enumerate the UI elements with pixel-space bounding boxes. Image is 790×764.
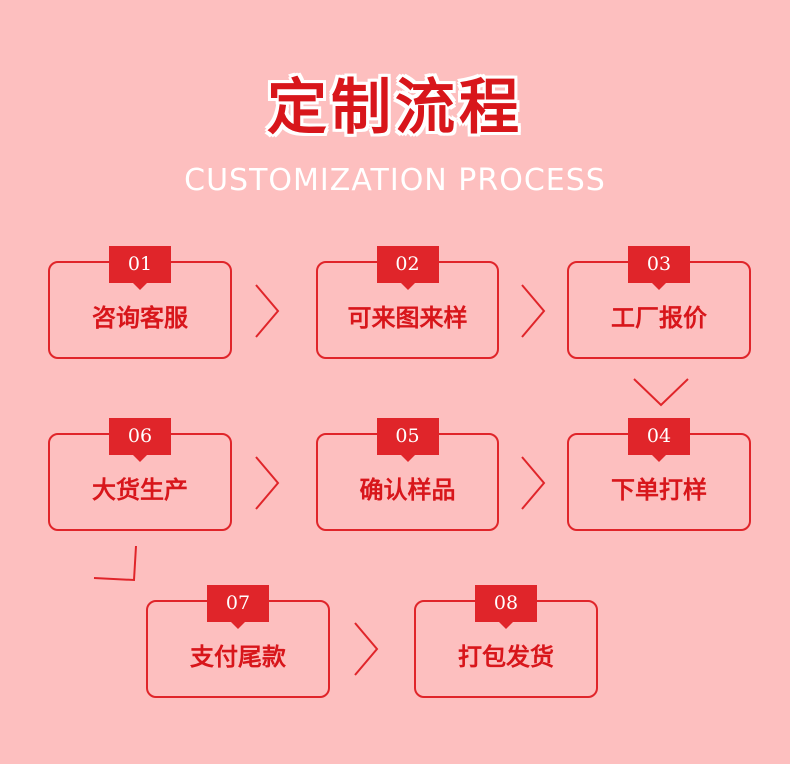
chevron-right-icon: [521, 456, 546, 510]
step-label: 支付尾款: [190, 642, 286, 671]
chevron-right-icon: [521, 284, 546, 338]
step-label: 可来图来样: [347, 303, 468, 332]
chevron-down-icon: [633, 378, 689, 407]
step-06: 06 大货生产: [48, 418, 232, 531]
step-03: 03 工厂报价: [567, 246, 751, 359]
step-number-badge: 01: [109, 246, 171, 290]
step-01: 01 咨询客服: [48, 246, 232, 359]
step-number-badge: 02: [376, 246, 439, 290]
page-title: 定制流程: [267, 73, 523, 143]
step-08: 08 打包发货: [414, 585, 598, 698]
chevron-right-icon: [354, 622, 379, 676]
step-number-badge: 05: [376, 418, 439, 462]
step-number-badge: 03: [628, 246, 690, 290]
step-05: 05 确认样品: [316, 418, 499, 531]
step-number-badge: 08: [475, 585, 537, 629]
step-label: 下单打样: [611, 475, 707, 504]
corner-arrow-icon: [93, 545, 137, 582]
step-number-badge: 06: [109, 418, 171, 462]
chevron-right-icon: [255, 284, 280, 338]
step-number-badge: 07: [207, 585, 269, 629]
chevron-right-icon: [255, 456, 280, 510]
step-02: 02 可来图来样: [316, 246, 499, 359]
step-label: 咨询客服: [92, 303, 188, 332]
step-07: 07 支付尾款: [146, 585, 330, 698]
step-label: 确认样品: [359, 475, 456, 504]
step-label: 大货生产: [92, 475, 188, 504]
step-label: 工厂报价: [611, 303, 707, 332]
page-subtitle: CUSTOMIZATION PROCESS: [184, 163, 606, 198]
step-label: 打包发货: [458, 642, 554, 671]
step-number-badge: 04: [628, 418, 690, 462]
step-04: 04 下单打样: [567, 418, 751, 531]
